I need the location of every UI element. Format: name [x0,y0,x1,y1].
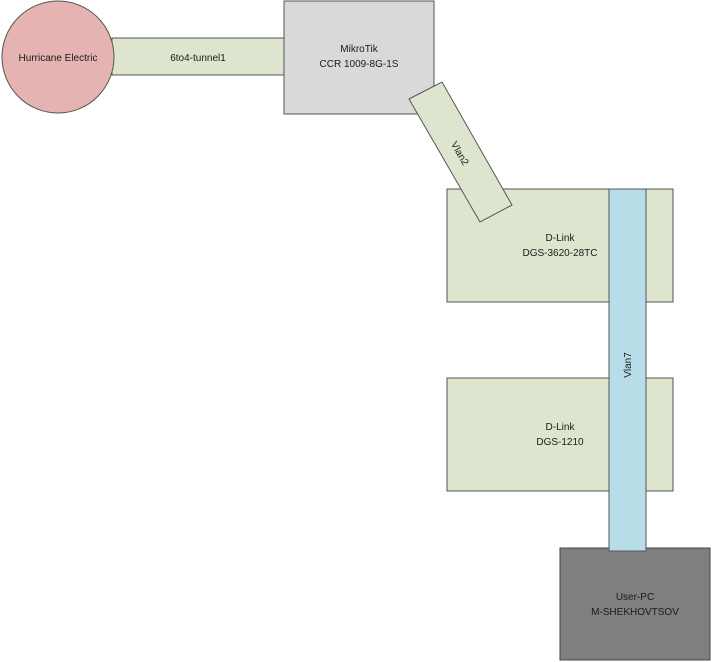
core-switch-label-line1: D-Link [546,233,576,244]
core-switch-label-line2: DGS-3620-28TC [522,248,597,259]
router-node: MikroTik CCR 1009-8G-1S [283,0,435,115]
access-switch-label-line1: D-Link [546,422,576,433]
isp-node: Hurricane Electric [1,0,115,114]
router-label-line2: CCR 1009-8G-1S [320,59,399,70]
router-label-line1: MikroTik [340,44,378,55]
vlan7-label: Vlan7 [623,352,634,378]
user-pc-node: User-PC M-SHEKHOVTSOV [559,547,711,661]
access-switch-label-line2: DGS-1210 [536,437,584,448]
tunnel-link: 6to4-tunnel1 [111,37,297,76]
vlan7-bar [608,188,647,552]
isp-label: Hurricane Electric [19,53,98,64]
vlan2-link: Vlan2 [408,81,513,223]
user-pc-label-line2: M-SHEKHOVTSOV [591,607,679,618]
router-box [283,0,435,115]
user-pc-box [559,547,711,661]
user-pc-label-line1: User-PC [616,592,654,603]
isp-circle [1,0,115,114]
vlan2-bar [408,81,513,223]
vlan7-link: Vlan7 [608,188,647,552]
tunnel-label: 6to4-tunnel1 [170,53,226,64]
